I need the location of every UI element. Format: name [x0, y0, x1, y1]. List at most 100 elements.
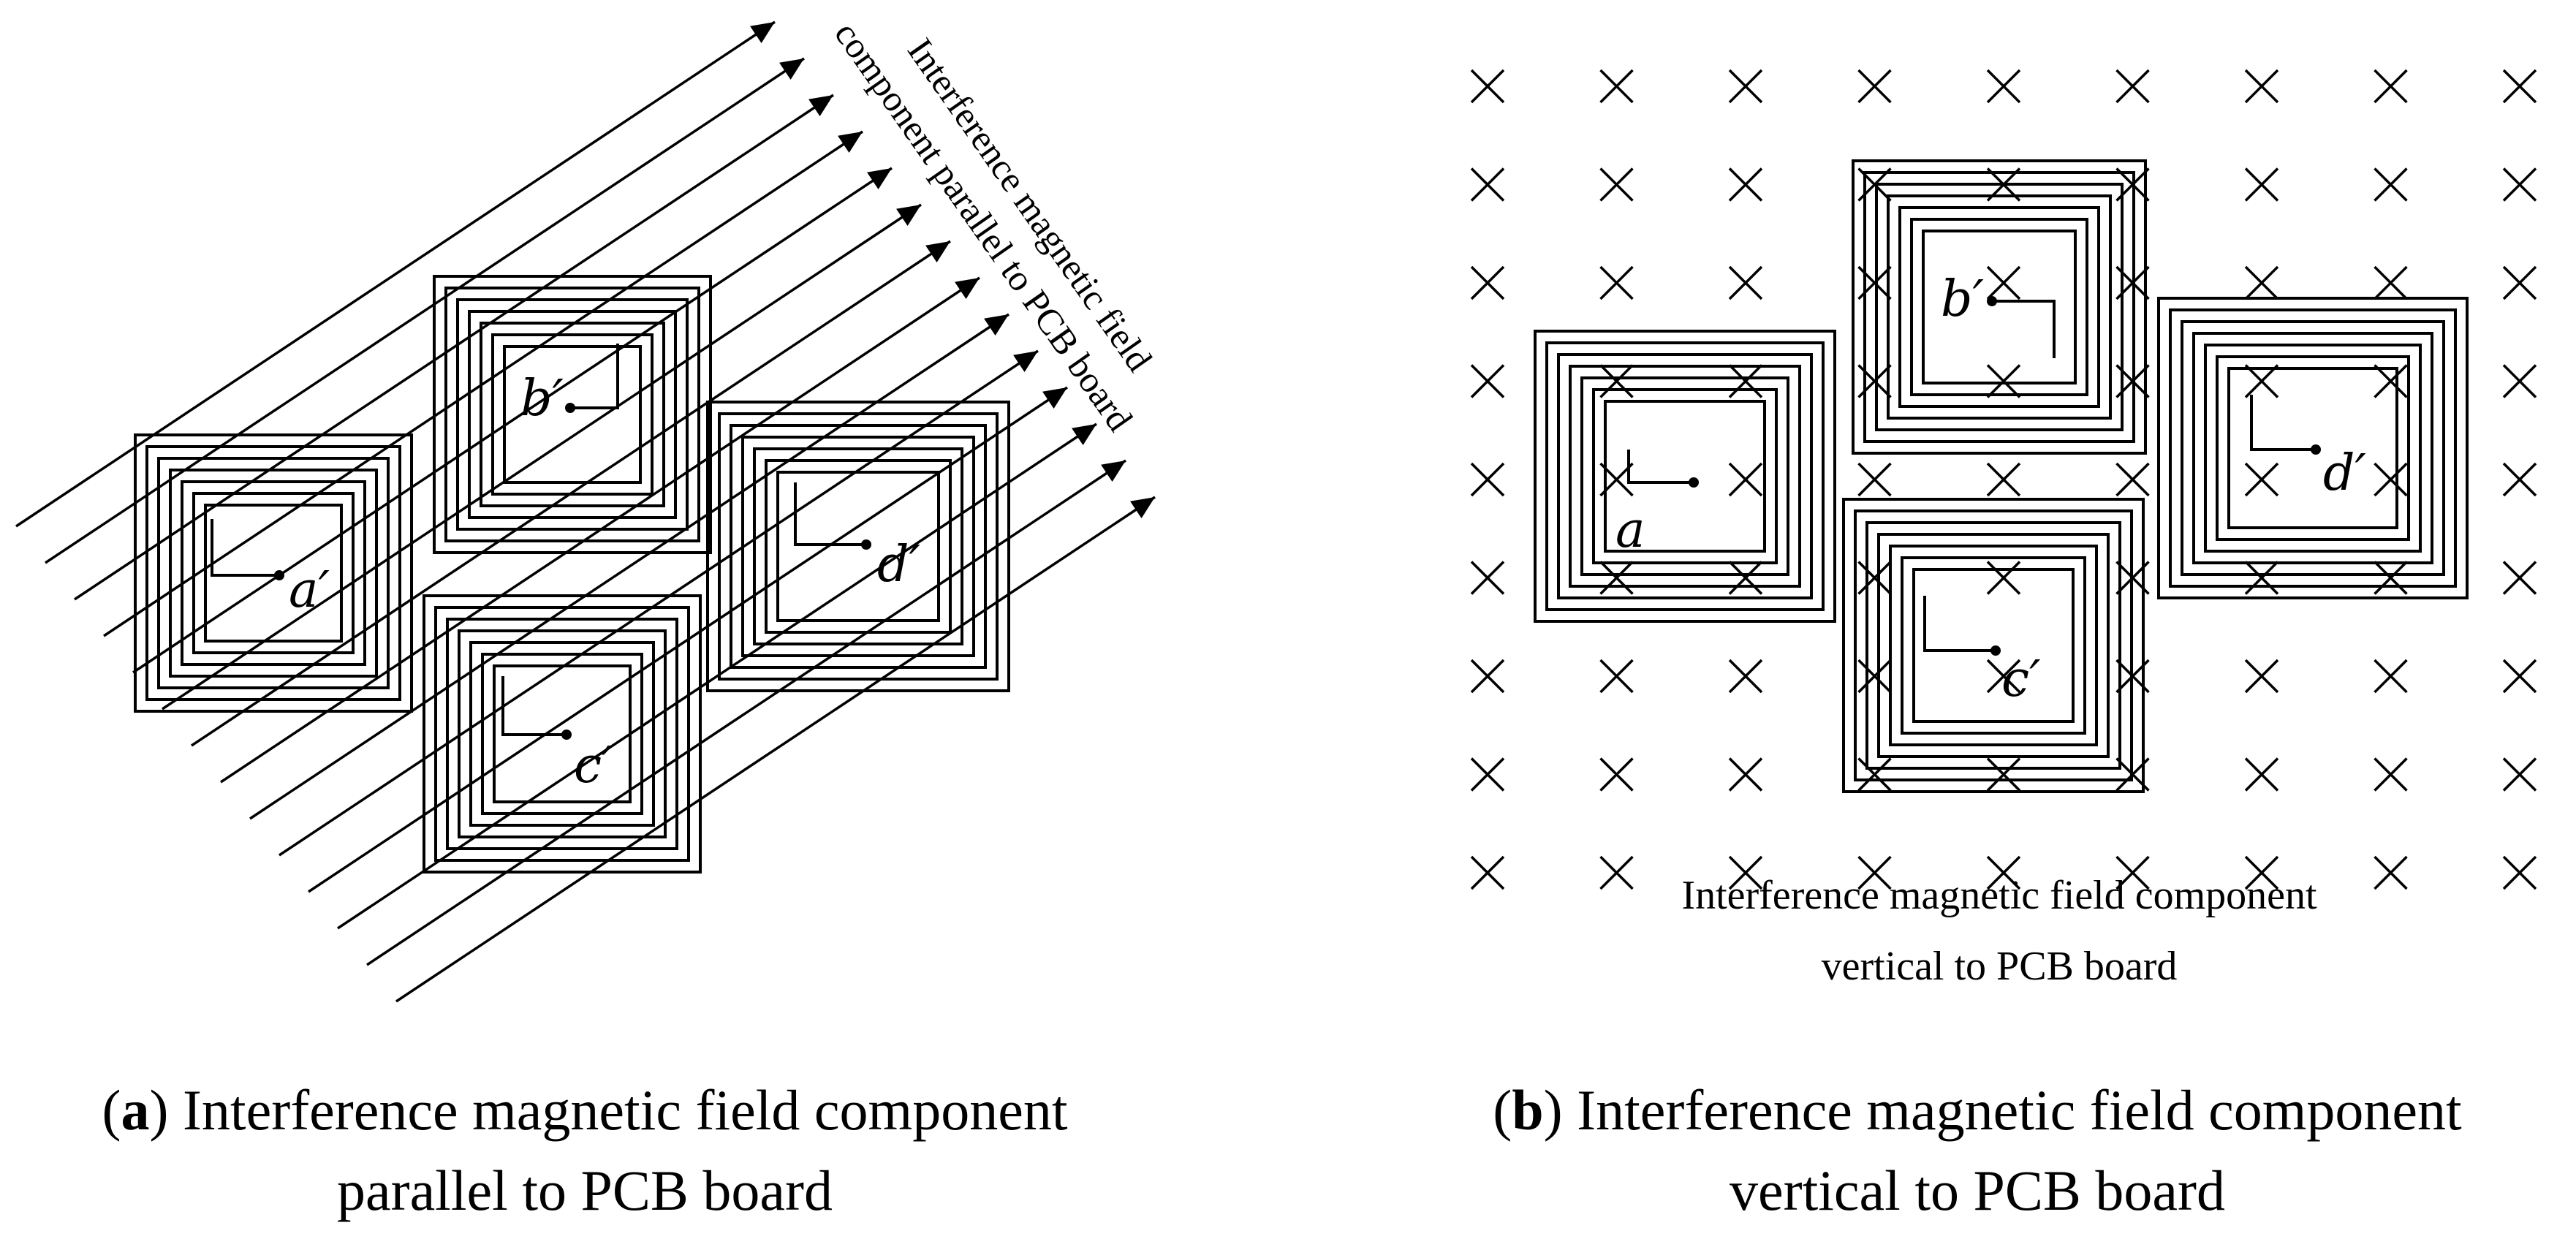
- field-cross: [1986, 364, 2021, 398]
- cross-stroke: [1728, 659, 1763, 694]
- cross-stroke: [1857, 659, 1892, 694]
- coil-turn: [1592, 388, 1778, 564]
- coil-terminal-dot: [274, 570, 284, 580]
- coil-a: [1534, 330, 1836, 623]
- caption-b-line1: (b) Interference magnetic field componen…: [1493, 1078, 2462, 1142]
- cross-stroke: [2502, 757, 2537, 792]
- caption-b-letter: b: [1512, 1078, 1543, 1142]
- cross-stroke: [2502, 265, 2537, 300]
- coil-label-d-prime: d′: [877, 536, 921, 594]
- field-cross: [2374, 561, 2408, 595]
- field-cross: [1857, 462, 1892, 497]
- field-cross: [1599, 659, 1634, 694]
- field-cross: [1470, 561, 1505, 595]
- panel-a-coils: [134, 275, 1010, 874]
- coil-turn: [493, 664, 632, 803]
- coil-turn: [1557, 353, 1813, 599]
- caption-a-text: Interference magnetic field component: [168, 1078, 1067, 1142]
- cross-stroke: [1599, 364, 1634, 398]
- field-arrow: [395, 496, 1156, 1003]
- field-cross: [2244, 757, 2279, 792]
- field-cross: [1728, 659, 1763, 694]
- coil-turn: [2181, 320, 2445, 576]
- field-cross: [2502, 69, 2537, 104]
- cross-stroke: [1857, 855, 1892, 890]
- field-cross: [2244, 69, 2279, 104]
- cross-stroke: [2115, 69, 2150, 104]
- coil-lead: [2250, 395, 2316, 451]
- field-cross: [1857, 855, 1892, 890]
- cross-stroke: [1470, 69, 1505, 104]
- coil-turn: [2204, 344, 2422, 553]
- coil-lead: [794, 482, 866, 546]
- cross-stroke: [2502, 855, 2537, 890]
- cross-stroke: [2244, 167, 2279, 202]
- cross-stroke: [2374, 364, 2408, 398]
- field-cross: [1599, 265, 1634, 300]
- field-cross: [1599, 167, 1634, 202]
- field-cross: [2502, 561, 2537, 595]
- field-arrow: [279, 349, 1039, 857]
- field-cross: [1986, 659, 2021, 694]
- field-arrow: [366, 459, 1126, 966]
- coil-turn: [765, 459, 952, 634]
- cross-stroke: [1470, 364, 1505, 398]
- coil-turn: [433, 275, 712, 554]
- cross-stroke: [1728, 265, 1763, 300]
- field-cross: [1857, 757, 1892, 792]
- cross-stroke: [2244, 757, 2279, 792]
- field-cross: [1986, 265, 2021, 300]
- cross-stroke: [2374, 69, 2408, 104]
- cross-stroke: [2374, 757, 2408, 792]
- coil-turn: [423, 594, 702, 874]
- coil-turn: [468, 310, 677, 519]
- field-cross: [2502, 659, 2537, 694]
- coil-turn: [145, 445, 401, 701]
- cross-stroke: [1470, 659, 1505, 694]
- caption-b-text: Interference magnetic field component: [1563, 1078, 2462, 1142]
- cross-stroke: [2244, 561, 2279, 595]
- coil-label-c-prime: c′: [2001, 651, 2041, 708]
- cross-stroke: [1599, 757, 1634, 792]
- field-cross: [2115, 855, 2150, 890]
- cross-stroke: [1599, 659, 1634, 694]
- field-cross: [1857, 659, 1892, 694]
- cross-stroke: [1728, 561, 1763, 595]
- field-cross: [2502, 265, 2537, 300]
- cross-stroke: [2502, 364, 2537, 398]
- coil-terminal-dot: [1689, 477, 1699, 488]
- cross-stroke: [1728, 462, 1763, 497]
- cross-stroke: [1857, 757, 1892, 792]
- field-arrow: [162, 203, 922, 711]
- coil-c-prime: [423, 594, 702, 874]
- cross-stroke: [2502, 167, 2537, 202]
- cross-stroke: [1857, 561, 1892, 595]
- coil-lead: [1923, 596, 1996, 652]
- coil-turn: [1852, 159, 2147, 455]
- coil-turn: [446, 618, 678, 850]
- coil-label-a: a: [1615, 501, 1645, 559]
- coil-turn: [1863, 171, 2135, 443]
- field-cross: [1728, 462, 1763, 497]
- cross-stroke: [1470, 855, 1505, 890]
- field-cross: [1599, 757, 1634, 792]
- coil-turn: [2169, 308, 2457, 588]
- cross-stroke: [1728, 167, 1763, 202]
- field-cross: [2244, 561, 2279, 595]
- field-cross: [1599, 855, 1634, 890]
- cross-stroke: [2115, 855, 2150, 890]
- cross-stroke: [1986, 855, 2021, 890]
- coil-a-prime: [134, 433, 413, 713]
- coil-turn: [157, 457, 390, 689]
- coil-lead: [211, 519, 279, 577]
- coil-turn: [434, 606, 690, 862]
- field-cross: [2244, 855, 2279, 890]
- field-arrow: [249, 313, 1009, 820]
- field-cross: [1470, 659, 1505, 694]
- coil-turn: [2216, 355, 2410, 541]
- field-arrow: [15, 20, 776, 528]
- coil-turn: [730, 424, 987, 669]
- coil-turn: [134, 433, 413, 713]
- coil-d-prime: [706, 401, 1010, 692]
